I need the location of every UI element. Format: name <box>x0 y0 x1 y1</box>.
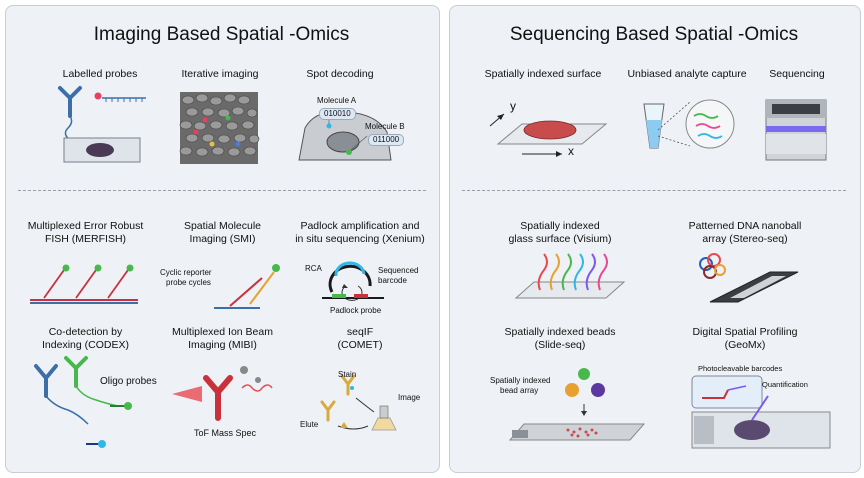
smi-label-line2: Imaging (SMI) <box>189 233 256 245</box>
smi-annotation-line1: Cyclic reporter <box>160 268 212 277</box>
xenium-illustration <box>322 261 384 301</box>
slideseq-label: Spatially indexed beads (Slide-seq) <box>480 326 640 352</box>
slideseq-illustration <box>508 368 646 441</box>
spatial-surface-label: Spatially indexed surface <box>484 68 602 80</box>
elute-label: Elute <box>300 420 319 429</box>
comet-label: seqIF (COMET) <box>290 326 430 352</box>
stereoseq-label: Patterned DNA nanoball array (Stereo-seq… <box>660 220 830 246</box>
spot-decoding-illustration <box>298 111 392 161</box>
visium-label: Spatially indexed glass surface (Visium) <box>480 220 640 246</box>
spot-decoding-label: Spot decoding <box>306 68 374 80</box>
image-label: Image <box>398 393 421 402</box>
molecule-a-code: 010010 <box>319 108 356 120</box>
axis-y-label: y <box>510 99 516 113</box>
labelled-probes-label: Labelled probes <box>62 68 138 80</box>
merfish-label-line1: Multiplexed Error Robust <box>27 220 144 232</box>
imaging-panel <box>5 5 440 473</box>
oligo-probes-label: Oligo probes <box>100 376 157 387</box>
codex-label-line2: Indexing (CODEX) <box>42 339 129 351</box>
tissue-sample <box>86 143 114 157</box>
geomx-label-line2: (GeoMx) <box>724 339 766 351</box>
smi-illustration <box>214 264 280 309</box>
merfish-label-line2: FISH (MERFISH) <box>44 233 127 245</box>
sequencing-panel-title: Sequencing Based Spatial -Omics <box>509 24 799 45</box>
sequenced-barcode-line1: Sequenced <box>378 266 419 275</box>
bead-array-annotation-line2: bead array <box>500 386 539 395</box>
mibi-illustration <box>172 366 273 421</box>
stereoseq-illustration <box>699 253 799 303</box>
fluorophore-dot <box>94 92 102 100</box>
codex-illustration <box>34 356 132 448</box>
geomx-illustration <box>691 375 831 449</box>
stereoseq-label-line2: array (Stereo-seq) <box>702 233 788 245</box>
iterative-imaging-illustration <box>179 92 260 164</box>
codex-label-line1: Co-detection by <box>48 326 123 338</box>
analyte-capture-label: Unbiased analyte capture <box>627 68 747 80</box>
xenium-label: Padlock amplification and in situ sequen… <box>290 220 430 246</box>
xenium-label-line1: Padlock amplification and <box>300 220 420 232</box>
merfish-label: Multiplexed Error Robust FISH (MERFISH) <box>18 220 153 246</box>
bead-array-annotation: Spatially indexed bead array <box>490 376 550 396</box>
visium-label-line2: glass surface (Visium) <box>508 233 612 245</box>
axis-x-label: x <box>568 144 574 158</box>
molecule-b-code: 011000 <box>368 134 405 146</box>
geomx-label-line1: Digital Spatial Profiling <box>692 326 798 338</box>
smi-annotation: Cyclic reporter probe cycles <box>160 268 212 288</box>
mibi-label-line2: Imaging (MIBI) <box>188 339 257 351</box>
smi-label-line1: Spatial Molecule <box>183 220 262 232</box>
comet-label-line2: (COMET) <box>337 339 383 351</box>
antibody-icon <box>58 86 82 118</box>
slideseq-label-line2: (Slide-seq) <box>534 339 586 351</box>
sequencing-section-divider <box>462 190 846 191</box>
smi-annotation-line2: probe cycles <box>166 278 211 287</box>
molecule-b-label: Molecule B <box>365 122 405 131</box>
codex-label: Co-detection by Indexing (CODEX) <box>18 326 153 352</box>
analyte-capture-illustration <box>643 99 735 149</box>
geomx-label: Digital Spatial Profiling (GeoMx) <box>660 326 830 352</box>
padlock-probe-label: Padlock probe <box>330 306 382 315</box>
visium-label-line1: Spatially indexed <box>520 220 600 232</box>
sequencing-label: Sequencing <box>769 68 825 80</box>
imaging-panel-title: Imaging Based Spatial -Omics <box>93 24 350 45</box>
bead-array-annotation-line1: Spatially indexed <box>490 376 551 385</box>
quantification-label: Quantification <box>762 380 808 389</box>
xenium-label-line2: in situ sequencing (Xenium) <box>295 233 425 245</box>
merfish-illustration <box>30 264 138 304</box>
mibi-label: Multiplexed Ion Beam Imaging (MIBI) <box>155 326 290 352</box>
comet-label-line1: seqIF <box>346 326 374 338</box>
sequencing-panel <box>449 5 861 473</box>
smi-label: Spatial Molecule Imaging (SMI) <box>155 220 290 246</box>
molecule-a-label: Molecule A <box>317 96 357 105</box>
mibi-label-line1: Multiplexed Ion Beam <box>172 326 273 338</box>
stereoseq-label-line1: Patterned DNA nanoball <box>688 220 802 232</box>
spatial-surface-illustration <box>489 113 608 157</box>
labelled-probes-illustration <box>58 86 146 163</box>
stain-label: Stain <box>338 370 357 379</box>
iterative-imaging-label: Iterative imaging <box>181 68 259 80</box>
imaging-section-divider <box>18 190 426 191</box>
slideseq-label-line1: Spatially indexed beads <box>504 326 616 338</box>
sequenced-barcode-label: Sequenced barcode <box>378 266 418 286</box>
sequencer-illustration <box>765 99 827 161</box>
rca-label: RCA <box>305 264 322 273</box>
sequenced-barcode-line2: barcode <box>378 276 407 285</box>
tof-mass-spec-label: ToF Mass Spec <box>194 428 257 438</box>
comet-illustration <box>320 374 397 431</box>
photocleavable-barcodes-label: Photocleavable barcodes <box>698 364 783 373</box>
visium-illustration <box>514 253 626 299</box>
